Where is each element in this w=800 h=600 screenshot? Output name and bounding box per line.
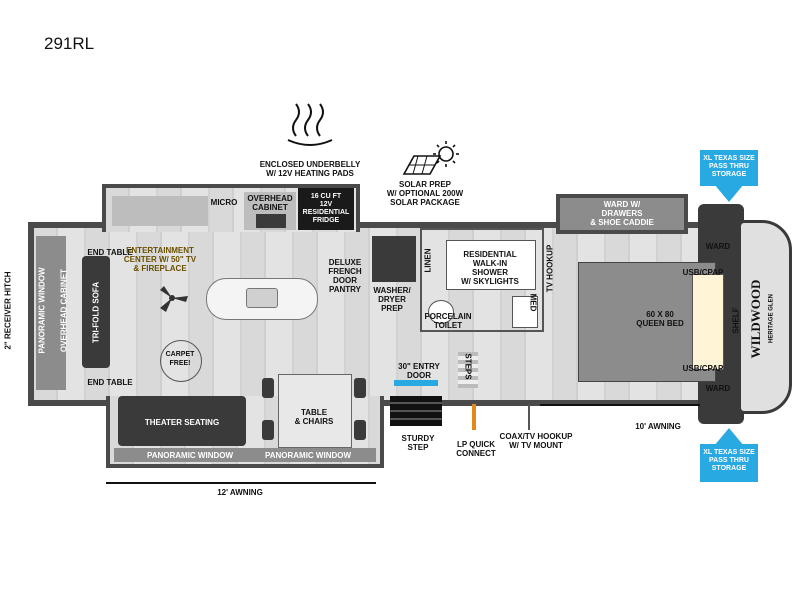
arrow-up-icon xyxy=(714,428,744,446)
micro-label: MICRO xyxy=(210,198,238,207)
coax-marker xyxy=(528,404,530,430)
usb-cpap-top-label: USB/CPAP xyxy=(682,268,724,277)
sturdy-step xyxy=(390,396,442,426)
xl-storage-bottom-callout xyxy=(700,444,758,482)
bed-pillows xyxy=(692,274,724,370)
table-chairs-label: TABLE & CHAIRS xyxy=(294,408,334,426)
ward-drawers-label: WARD W/ DRAWERS & SHOE CADDIE xyxy=(590,200,654,227)
usb-cpap-bottom-label: USB/CPAP xyxy=(682,364,724,373)
entry-door-label: 30" ENTRY DOOR xyxy=(398,362,440,380)
lp-connect-marker xyxy=(472,404,476,430)
tv-hookup-label: TV HOOKUP xyxy=(545,244,555,293)
panoramic-window-bottom2-label: PANORAMIC WINDOW xyxy=(264,451,352,460)
ceiling-fan-icon xyxy=(160,286,188,312)
awning-10-line xyxy=(540,404,700,406)
tri-fold-sofa xyxy=(82,256,110,368)
dining-chair xyxy=(354,378,366,398)
brand-logo-sub: HERITAGE GLEN xyxy=(768,294,775,343)
theater-seating xyxy=(118,396,246,446)
kitchen-sink xyxy=(256,214,286,228)
overhead-cabinet-top-label: OVERHEAD CABINET xyxy=(247,194,293,212)
awning-12-label: 12' AWNING xyxy=(217,488,263,497)
dining-chair xyxy=(262,378,274,398)
lp-quick-label: LP QUICK CONNECT xyxy=(456,440,496,458)
dining-chair xyxy=(262,420,274,440)
carpet-free-label: CARPET FREE! xyxy=(165,351,195,367)
xl-storage-top-label: XL TEXAS SIZE PASS THRU STORAGE xyxy=(703,155,755,178)
shower-stall xyxy=(446,240,536,290)
theater-seating-label: THEATER SEATING xyxy=(144,418,220,427)
range-block xyxy=(112,196,208,226)
solar-label: SOLAR PREP W/ OPTIONAL 200W SOLAR PACKAG… xyxy=(386,180,464,207)
receiver-hitch-label: 2" RECEIVER HITCH xyxy=(3,271,13,350)
pantry-label: DELUXE FRENCH DOOR PANTRY xyxy=(328,258,362,294)
xl-storage-top-callout xyxy=(700,150,758,186)
fridge-label: 16 CU FT 12V RESIDENTIAL FRIDGE xyxy=(302,193,350,224)
ward-drawers-block xyxy=(560,198,684,230)
interior-steps xyxy=(458,352,478,388)
panoramic-window-bottom-strip xyxy=(114,448,376,462)
arrow-down-icon xyxy=(714,184,744,202)
bath-wall xyxy=(420,228,544,332)
ward-bottom-label: WARD xyxy=(705,384,731,393)
fridge-block xyxy=(298,188,354,230)
tri-fold-sofa-label: TRI-FOLD SOFA xyxy=(91,281,101,344)
ward-top-label: WARD xyxy=(705,242,731,251)
end-table-top-label: END TABLE xyxy=(87,248,133,257)
awning-10-label: 10' AWNING xyxy=(635,422,681,431)
xl-storage-bottom-label: XL TEXAS SIZE PASS THRU STORAGE xyxy=(703,449,755,472)
coax-label: COAX/TV HOOKUP W/ TV MOUNT xyxy=(499,432,573,450)
washer-dryer-label: WASHER/ DRYER PREP xyxy=(373,286,411,313)
entertainment-center-label: ENTERTAINMENT CENTER W/ 50" TV & FIREPLA… xyxy=(123,246,197,273)
queen-bed-label: 60 X 80 QUEEN BED xyxy=(636,310,684,328)
panoramic-window-left-label: PANORAMIC WINDOW xyxy=(37,267,47,354)
brand-logo: WILDWOOD xyxy=(748,279,763,359)
overhead-cabinet-left-block xyxy=(36,236,66,390)
vanity-sink xyxy=(512,296,538,328)
sun-solar-panel-icon xyxy=(402,141,459,175)
entry-door xyxy=(394,380,438,386)
heat-waves-icon xyxy=(287,103,333,146)
shelf-label: SHELF xyxy=(731,307,741,334)
sturdy-step-label: STURDY STEP xyxy=(401,434,435,452)
med-label: MED xyxy=(528,293,538,312)
pantry-cabinet xyxy=(372,236,416,282)
dining-chair xyxy=(354,420,366,440)
steps-label: STEPS xyxy=(463,353,473,380)
front-cap xyxy=(738,220,792,414)
linen-label: LINEN xyxy=(423,248,433,273)
overhead-cabinet-left-label: OVERHEAD CABINET xyxy=(59,268,69,353)
model-name: 291RL xyxy=(44,34,95,53)
end-table-bottom-label: END TABLE xyxy=(87,378,133,387)
awning-12-line xyxy=(106,482,376,484)
toilet xyxy=(428,300,454,324)
shower-label: RESIDENTIAL WALK-IN SHOWER W/ SKYLIGHTS xyxy=(461,250,519,286)
toilet-label: PORCELAIN TOILET xyxy=(424,312,472,330)
dining-table xyxy=(278,374,352,448)
panoramic-window-bottom-label: PANORAMIC WINDOW xyxy=(146,451,234,460)
carpet-free-badge xyxy=(160,340,202,382)
island-sink xyxy=(246,288,278,308)
underbelly-label: ENCLOSED UNDERBELLY W/ 12V HEATING PADS xyxy=(259,160,361,178)
